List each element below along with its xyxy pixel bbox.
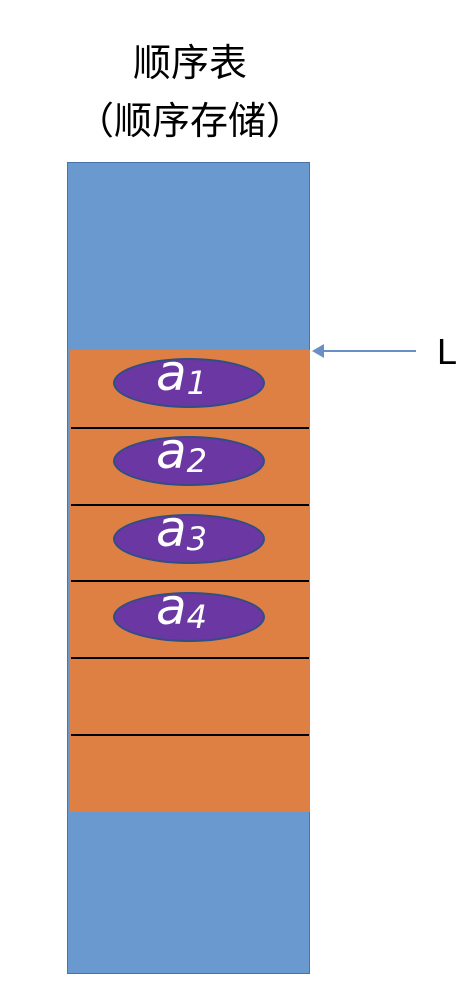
pointer-label: L: [437, 331, 458, 372]
cell-divider: [71, 734, 309, 736]
cell-divider: [71, 427, 309, 429]
element-label-4: a4: [156, 578, 207, 636]
cell-divider: [71, 657, 309, 659]
pointer-arrow-head-icon: [312, 344, 324, 358]
element-label-3: a3: [156, 500, 207, 558]
diagram-title-line2: （顺序存储）: [75, 99, 304, 143]
pointer-arrow-line: [320, 350, 416, 352]
element-label-1: a1: [156, 344, 207, 402]
diagram-title-line1: 顺序表: [132, 41, 247, 85]
element-ellipse-2: [113, 436, 265, 486]
cell-divider: [71, 504, 309, 506]
cell-divider: [71, 580, 309, 582]
element-ellipse-4: [113, 592, 265, 642]
element-ellipse-3: [113, 514, 265, 564]
element-ellipse-1: [113, 358, 265, 408]
element-label-2: a2: [156, 422, 207, 480]
